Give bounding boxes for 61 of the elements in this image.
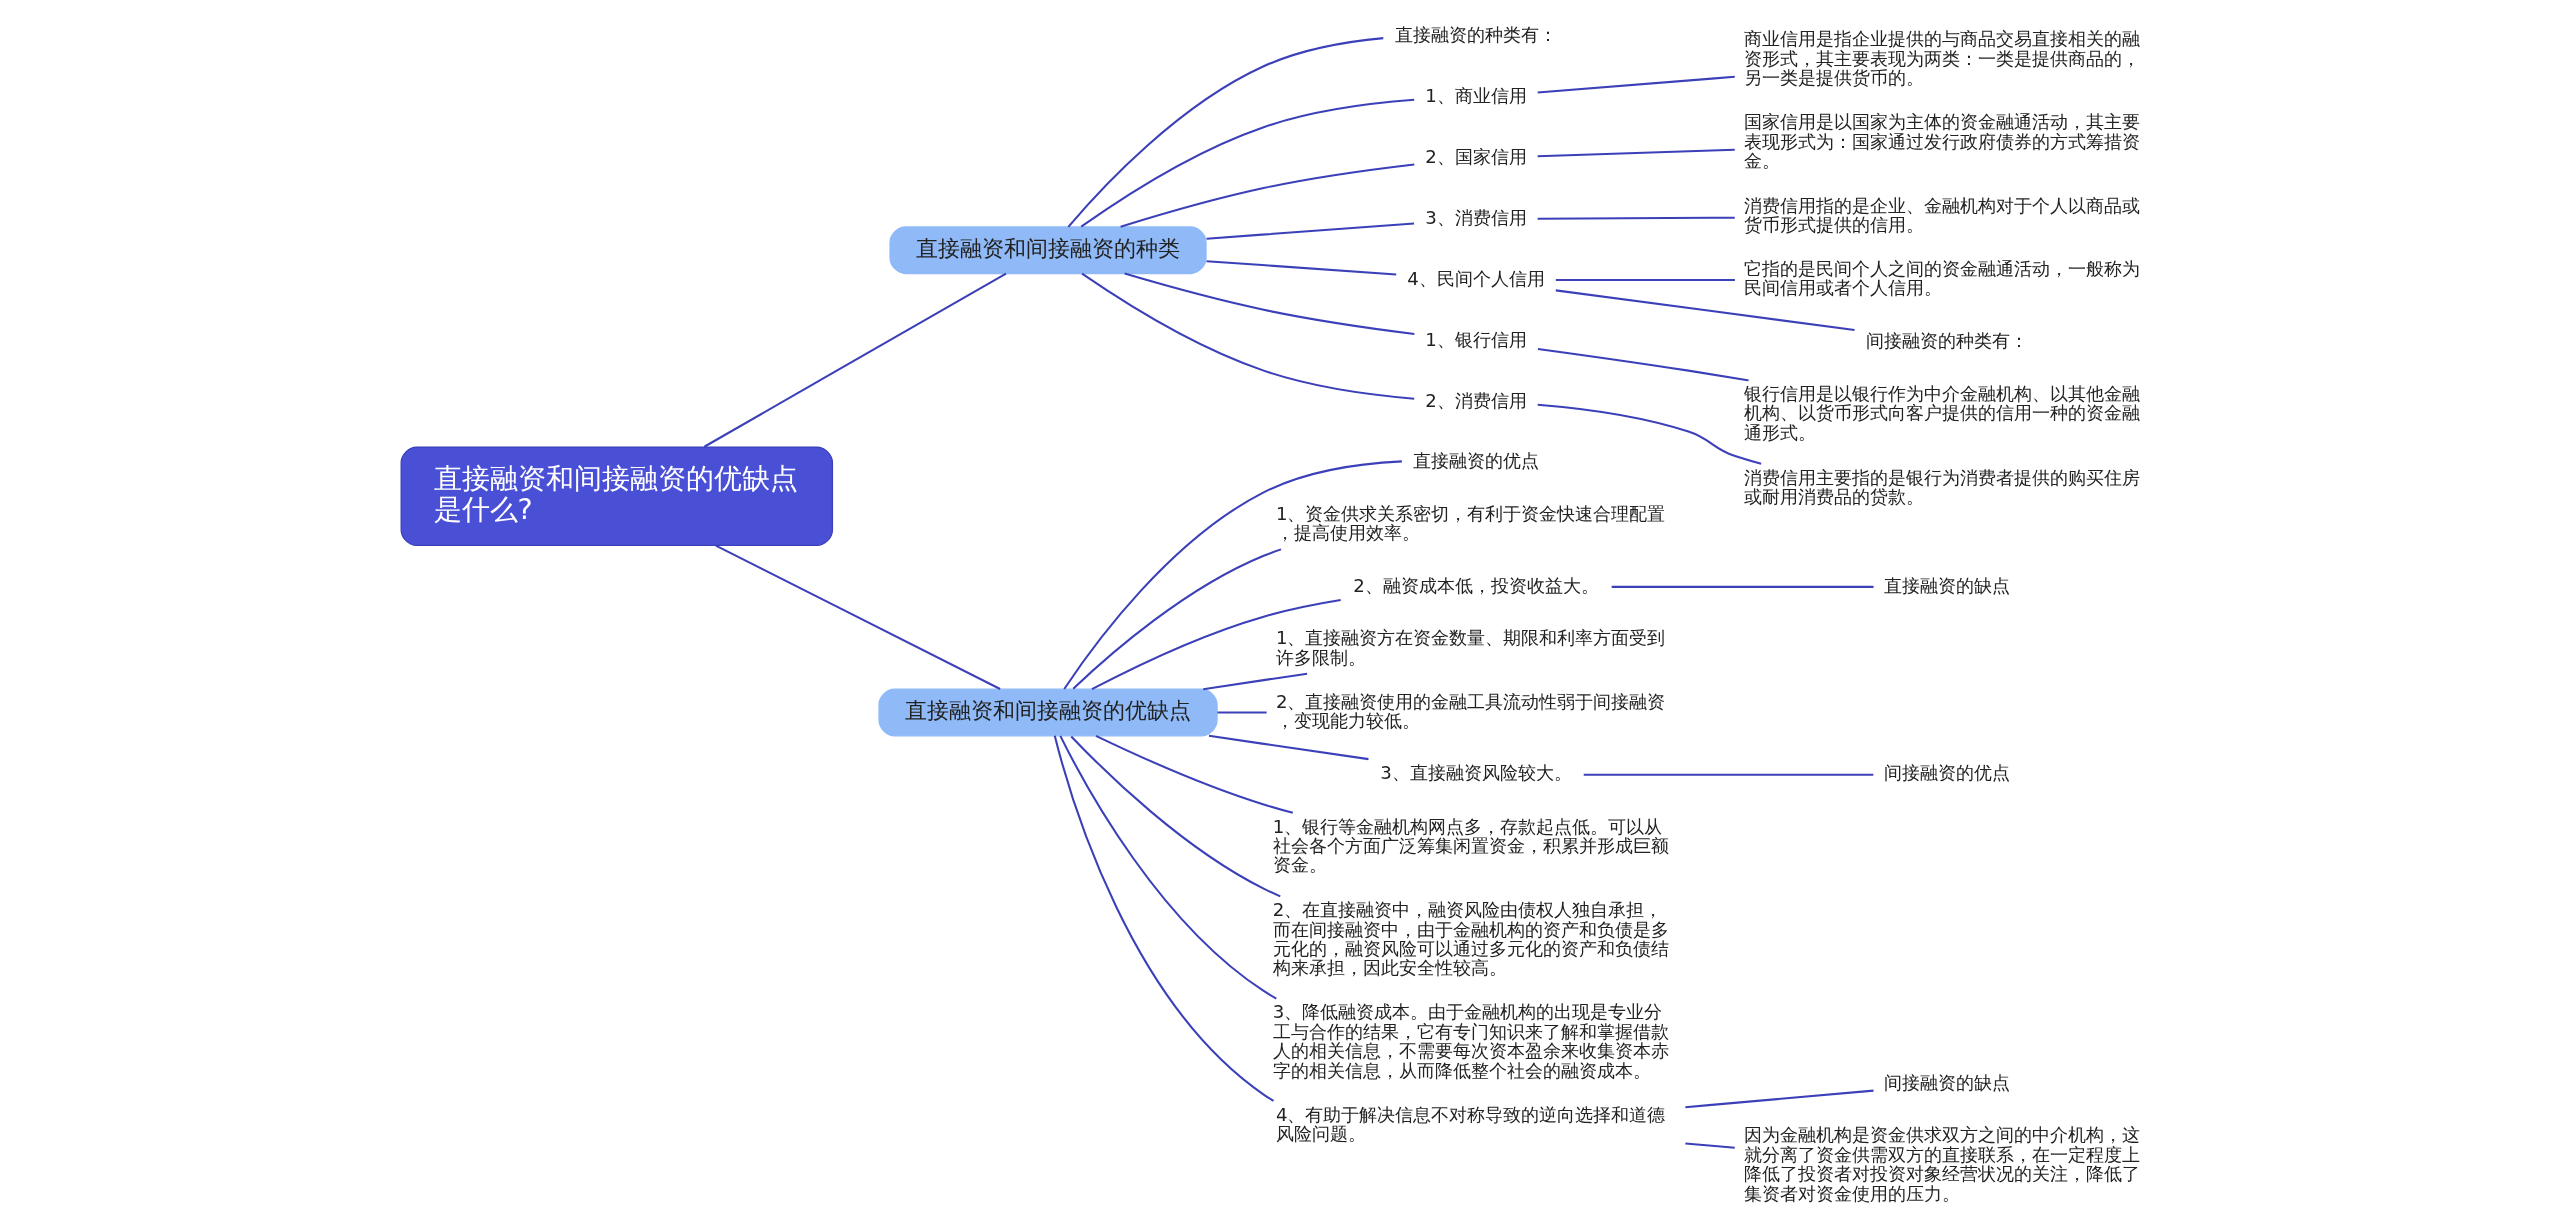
connector xyxy=(1208,734,1369,761)
node-text: 1、资金供求关系密切，有利于资金快速合理配置，提高使用效率。 xyxy=(1275,502,1666,544)
node-box: 直接融资和间接融资的优缺点是什么? xyxy=(400,446,833,547)
node-text: 3、消费信用 xyxy=(1424,206,1527,228)
connector xyxy=(1072,548,1281,690)
connector xyxy=(1684,1142,1735,1149)
node-text: 2、在直接融资中，融资风险由债权人独自承担，而在间接融资中，由于金融机构的资产和负债是多元化的，融资风险可以通过多元化的资产和负债结构来承担，因此安全性较高。 xyxy=(1272,899,1669,979)
node-box: 直接融资和间接融资的优缺点 xyxy=(877,688,1218,737)
connector xyxy=(1555,289,1855,331)
connector xyxy=(714,544,1001,690)
connector xyxy=(1537,347,1749,382)
connector xyxy=(1095,734,1293,814)
node-text: 间接融资的优点 xyxy=(1883,762,2010,784)
connector xyxy=(1537,148,1735,158)
node-text: 3、直接融资风险较大。 xyxy=(1379,762,1572,784)
node-text: 1、银行等金融机构网点多，存款起点低。可以从社会各个方面广泛筹集闲置资金，积累并形成巨额资金。 xyxy=(1272,815,1669,876)
connector xyxy=(1090,599,1341,691)
node-text: 国家信用是以国家为主体的资金融通活动，其主要表现形式为：国家通过发行政府债券的方式筹措资金。 xyxy=(1743,111,2140,171)
node-text: 2、直接融资使用的金融工具流动性弱于间接融资，变现能力较低。 xyxy=(1275,690,1666,732)
connector xyxy=(1058,735,1277,1000)
node-text: 4、有助于解决信息不对称导致的逆向选择和道德风险问题。 xyxy=(1275,1103,1666,1145)
connector xyxy=(1080,272,1414,400)
node-text: 直接融资的优点 xyxy=(1412,450,1539,472)
node-text: 1、直接融资方在资金数量、期限和利率方面受到许多限制。 xyxy=(1275,627,1666,668)
connector xyxy=(1583,773,1873,776)
connector xyxy=(1205,260,1396,276)
node-text: 2、消费信用 xyxy=(1424,389,1527,411)
connector xyxy=(1062,460,1402,690)
connector xyxy=(1216,711,1267,714)
connector xyxy=(1119,163,1414,228)
connector xyxy=(1537,75,1735,94)
node-text: 3、降低融资成本。由于金融机构的出现是专业分工与合作的结果，它有专门知识来了解和掌握借款人的相关信息，不需要每次资本盈余来收集资本赤字的相关信息，从而降低整个社会的融资成本。 xyxy=(1272,1001,1669,1081)
connector xyxy=(703,272,1007,448)
node-text: 1、商业信用 xyxy=(1424,85,1527,107)
node-text: 间接融资的缺点 xyxy=(1883,1071,2010,1093)
connector xyxy=(1067,37,1383,228)
connector xyxy=(1202,672,1307,691)
connector xyxy=(1205,222,1414,240)
connector xyxy=(1537,216,1735,220)
node-text: 因为金融机构是资金供求双方之间的中介机构，这就分离了资金供需双方的直接联系，在一定程度上降低了投资者对投资对象经营状况的关注，降低了集资者对资金使用的压力。 xyxy=(1743,1124,2140,1204)
connector xyxy=(1080,98,1414,228)
node-text: 银行信用是以银行作为中介金融机构、以其他金融机构、以货币形式向客户提供的信用一种的资金融通形式。 xyxy=(1743,383,2140,443)
connector xyxy=(1611,585,1874,588)
node-text: 消费信用主要指的是银行为消费者提供的购买住房或耐用消费品的贷款。 xyxy=(1743,466,2140,507)
node-text: 直接融资的缺点 xyxy=(1883,574,2010,596)
connector xyxy=(1053,735,1274,1102)
node-text: 间接融资的种类有： xyxy=(1865,329,2028,351)
node-text: 2、融资成本低，投资收益大。 xyxy=(1352,574,1599,596)
connector xyxy=(1555,278,1735,281)
node-box: 直接融资和间接融资的种类 xyxy=(888,226,1207,275)
node-text: 1、银行信用 xyxy=(1424,328,1527,350)
connector xyxy=(1537,403,1761,465)
node-text: 4、民间个人信用 xyxy=(1406,267,1545,289)
node-text: 直接融资的种类有： xyxy=(1394,24,1557,46)
node-text: 2、国家信用 xyxy=(1424,146,1527,168)
connector xyxy=(1070,735,1281,898)
node-text: 商业信用是指企业提供的与商品交易直接相关的融资形式，其主要表现为两类：一类是提供商品的，另一类是提供货币的。 xyxy=(1743,28,2140,89)
node-text: 它指的是民间个人之间的资金融通活动，一般称为民间信用或者个人信用。 xyxy=(1743,258,2140,299)
node-text: 消费信用指的是企业、金融机构对于个人以商品或货币形式提供的信用。 xyxy=(1743,194,2140,236)
connector xyxy=(1684,1089,1874,1109)
connector xyxy=(1123,272,1414,335)
